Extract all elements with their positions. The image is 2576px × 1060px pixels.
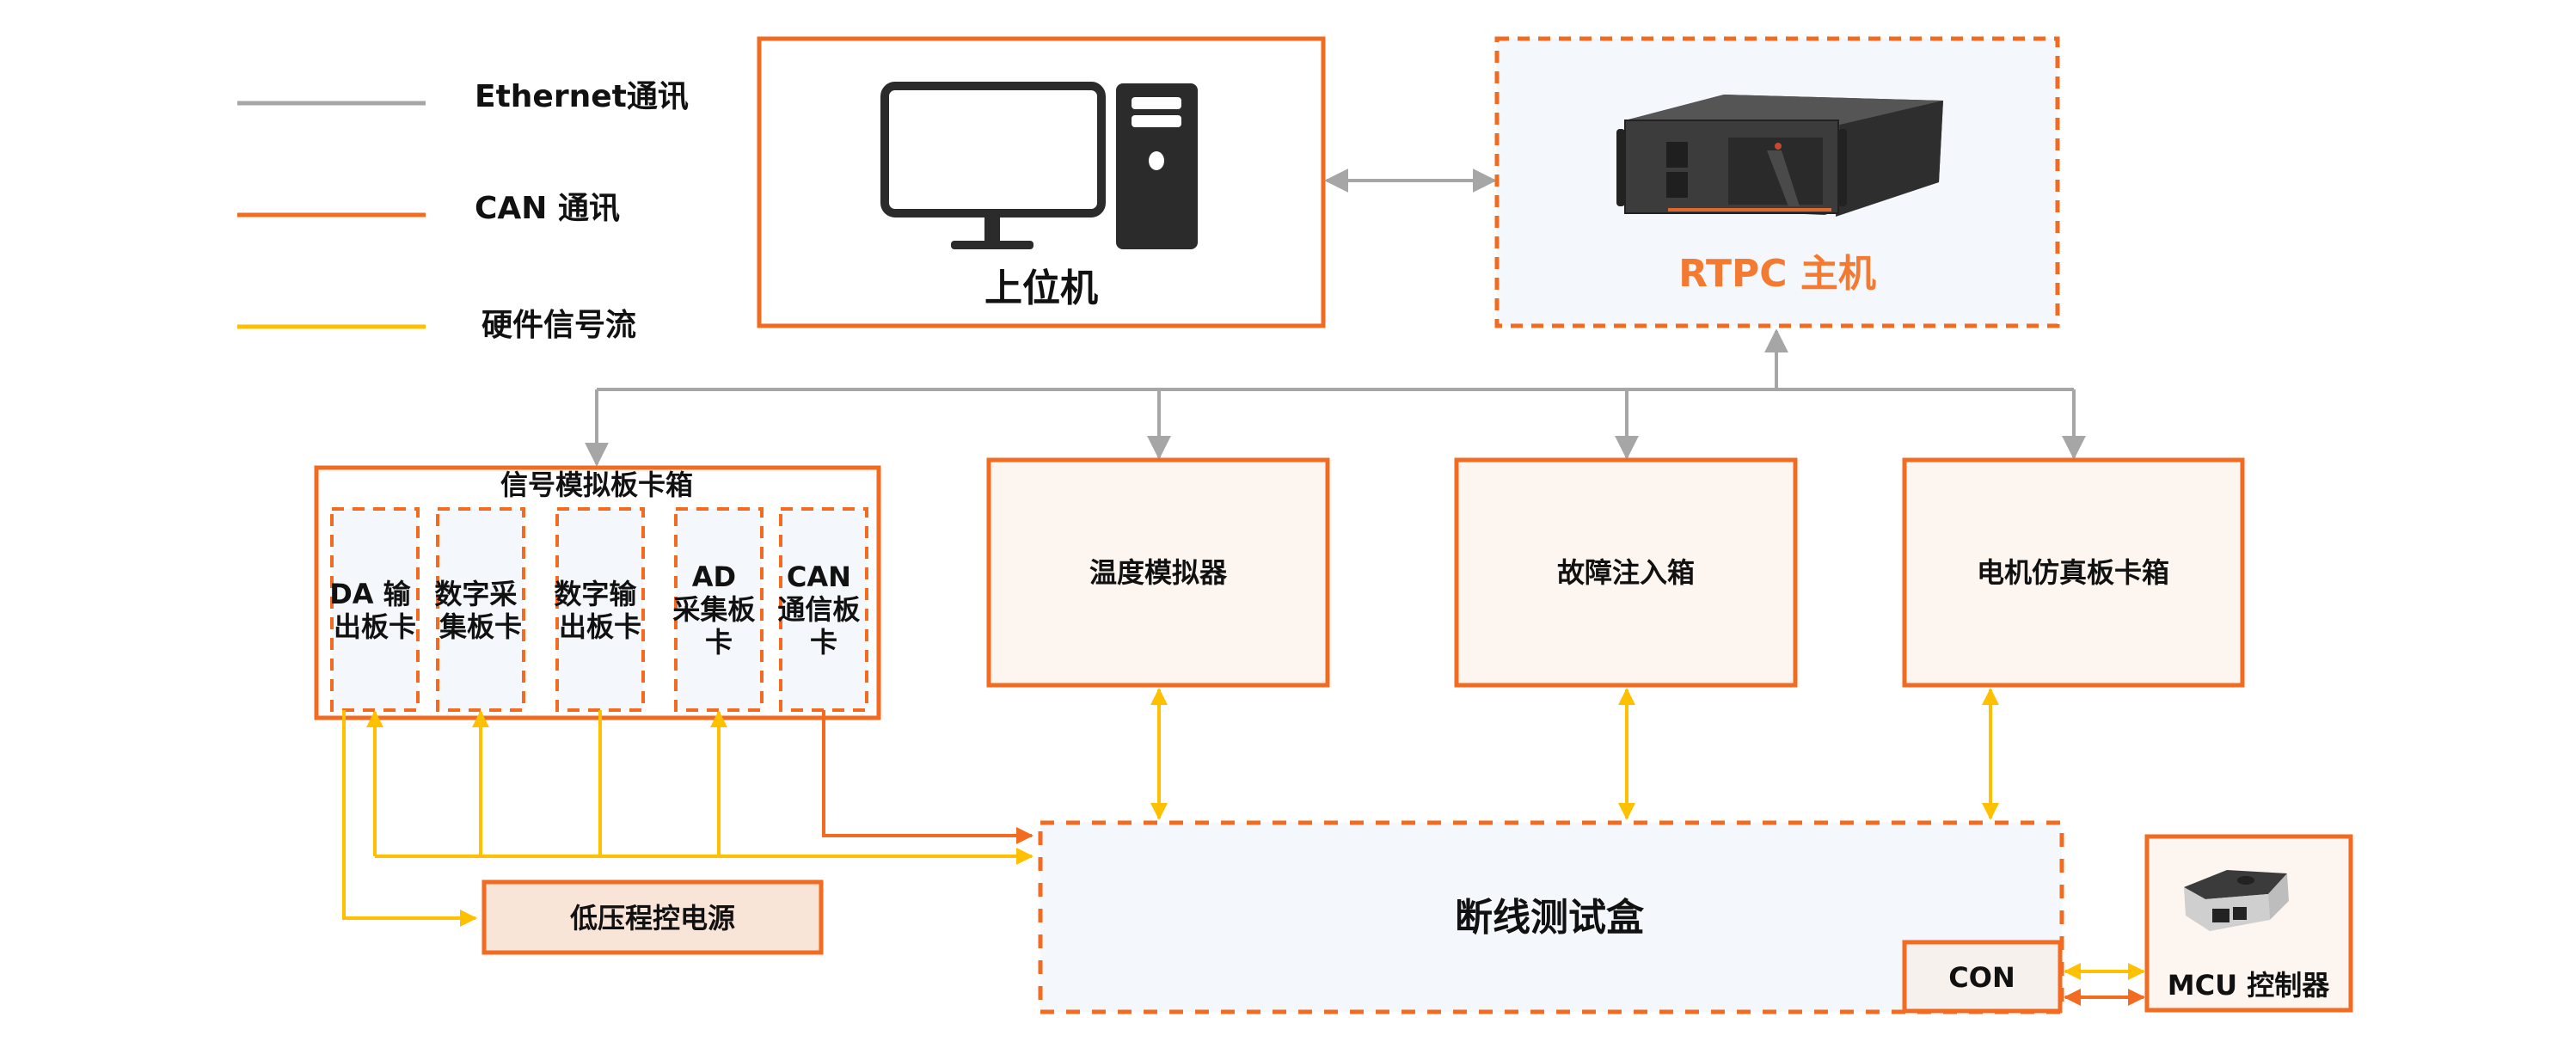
hardware-signal-bus xyxy=(342,710,1033,927)
mcu-label: MCU 控制器 xyxy=(2168,969,2330,1002)
fault-injection-node[interactable]: 故障注入箱 xyxy=(1454,457,1798,688)
card-ad-input-label: AD 采集板 卡 xyxy=(672,561,764,659)
power-supply-label: 低压程控电源 xyxy=(570,902,735,934)
card-can-comm[interactable]: CAN 通信板 卡 xyxy=(777,507,869,712)
con-label: CON xyxy=(1948,961,2015,994)
desktop-computer-icon xyxy=(880,82,1198,249)
legend-label-ethernet: Ethernet通讯 xyxy=(475,79,689,114)
rtpc-label: RTPC 主机 xyxy=(1678,252,1876,296)
can-link-card-to-breakout xyxy=(822,710,1033,844)
motor-sim-label: 电机仿真板卡箱 xyxy=(1977,556,2169,589)
controller-unit-icon xyxy=(2184,870,2289,931)
host-pc-label: 上位机 xyxy=(984,267,1098,310)
card-digital-input-label: 数字采 集板卡 xyxy=(434,578,526,643)
card-box-title: 信号模拟板卡箱 xyxy=(500,469,693,501)
legend-label-can: CAN 通讯 xyxy=(475,191,620,226)
legend-item-can: CAN 通讯 xyxy=(237,191,620,226)
card-ad-input[interactable]: AD 采集板 卡 xyxy=(672,507,764,712)
motor-sim-node[interactable]: 电机仿真板卡箱 xyxy=(1902,457,2245,688)
rack-server-icon xyxy=(1616,95,1943,217)
breakout-box-node[interactable]: 断线测试盒 xyxy=(1038,820,2064,1014)
ethernet-bus xyxy=(585,328,2086,467)
legend-item-hardware: 硬件信号流 xyxy=(237,308,636,343)
breakout-box-label: 断线测试盒 xyxy=(1455,896,1645,940)
hw-link-da-to-power xyxy=(342,710,477,927)
card-can-comm-label: CAN 通信板 卡 xyxy=(777,561,869,659)
signal-card-box[interactable]: 信号模拟板卡箱 DA 输 出板卡 数字采 集板卡 数字输 出板卡 xyxy=(314,465,881,720)
fault-injection-label: 故障注入箱 xyxy=(1557,556,1695,589)
power-supply-node[interactable]: 低压程控电源 xyxy=(481,879,824,955)
legend-item-ethernet: Ethernet通讯 xyxy=(237,79,689,114)
card-digital-output[interactable]: 数字输 出板卡 xyxy=(554,507,646,712)
rtpc-node[interactable]: RTPC 主机 xyxy=(1494,36,2060,328)
legend: Ethernet通讯 CAN 通讯 硬件信号流 xyxy=(237,79,689,343)
temp-simulator-label: 温度模拟器 xyxy=(1089,556,1228,589)
mcu-node[interactable]: MCU 控制器 xyxy=(2144,834,2353,1013)
temp-simulator-node[interactable]: 温度模拟器 xyxy=(986,457,1330,688)
card-da-output[interactable]: DA 输 出板卡 xyxy=(329,507,420,712)
con-connector[interactable]: CON xyxy=(1902,940,2063,1014)
card-digital-input[interactable]: 数字采 集板卡 xyxy=(434,507,526,712)
card-digital-output-label: 数字输 出板卡 xyxy=(554,578,646,643)
host-pc-node[interactable]: 上位机 xyxy=(757,36,1326,328)
card-da-output-label: DA 输 出板卡 xyxy=(329,578,420,643)
legend-label-hardware: 硬件信号流 xyxy=(481,308,636,343)
